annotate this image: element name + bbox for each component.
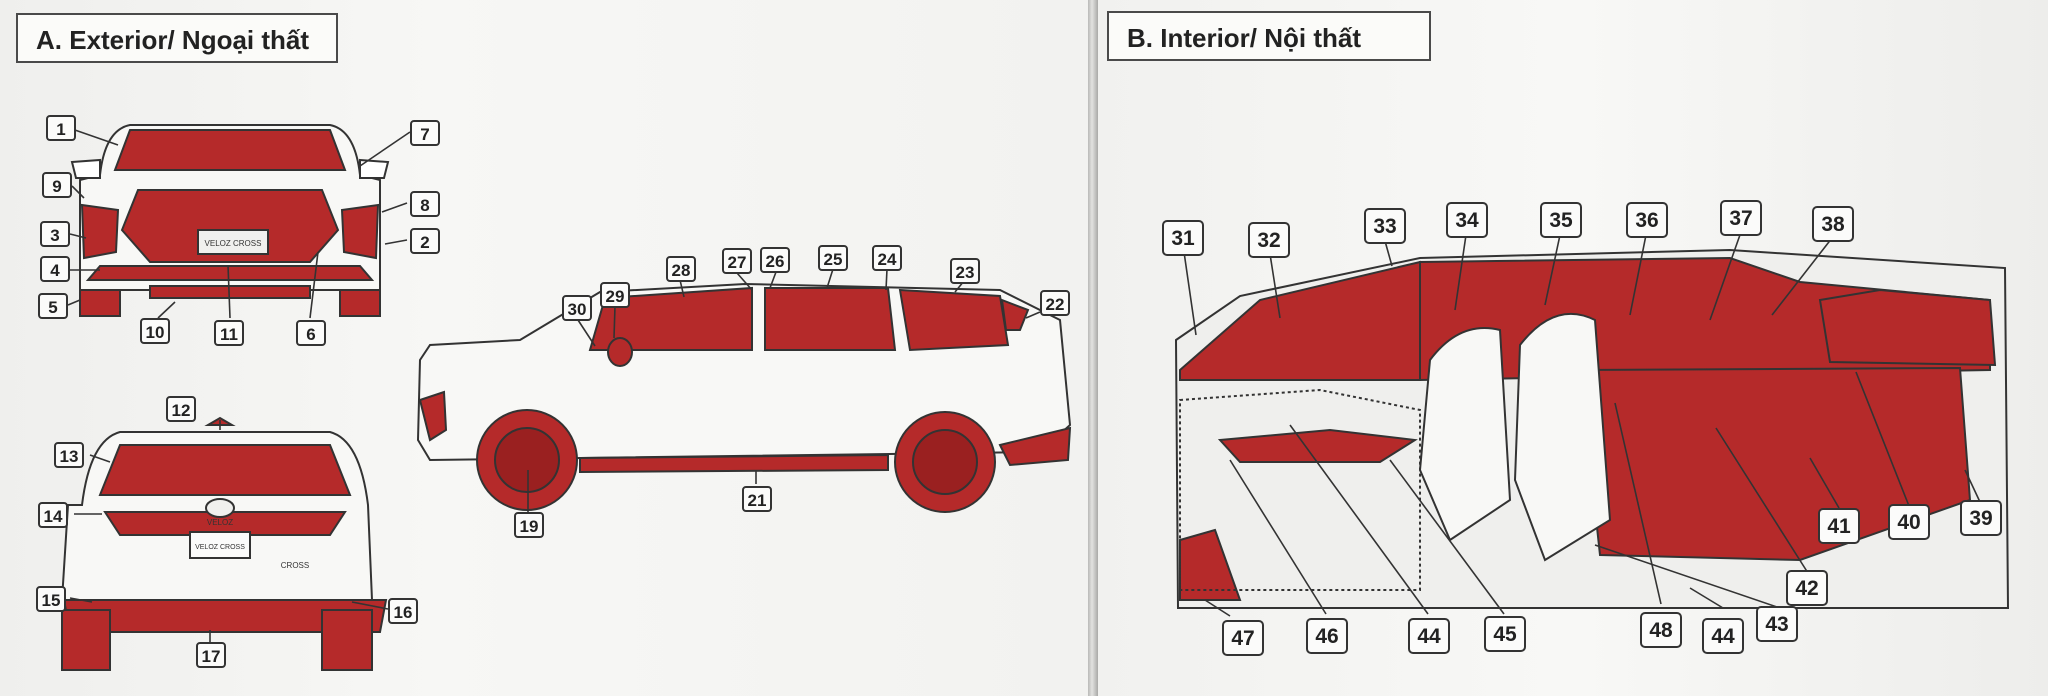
callout-8: 8	[410, 191, 440, 217]
front-passenger-seat	[1418, 327, 1512, 542]
callout-44-front: 44	[1408, 618, 1450, 654]
front-right-tire	[339, 289, 381, 317]
interior-leader-lines	[1183, 231, 1981, 617]
rear-right-tire	[321, 609, 373, 671]
page-fold	[1088, 0, 1098, 696]
callout-28: 28	[666, 256, 696, 282]
callout-34: 34	[1446, 202, 1488, 238]
rear-left-tire	[61, 609, 111, 671]
callout-40: 40	[1888, 504, 1930, 540]
car-front-view	[70, 124, 390, 317]
callout-46: 46	[1306, 618, 1348, 654]
callout-22: 22	[1040, 290, 1070, 316]
callout-10: 10	[140, 318, 170, 344]
rear-lamp-bar	[103, 511, 347, 536]
callout-19: 19	[514, 512, 544, 538]
front-right-fog-area	[340, 203, 380, 260]
interior-section-title: B. Interior/ Nội thất	[1107, 11, 1431, 61]
callout-42: 42	[1786, 570, 1828, 606]
callout-43: 43	[1756, 606, 1798, 642]
callout-5: 5	[38, 293, 68, 319]
side-mirror	[607, 337, 633, 367]
exterior-leader-lines	[67, 128, 1041, 642]
callout-45: 45	[1484, 616, 1526, 652]
side-rear-window	[764, 287, 897, 351]
rear-badge-text: VELOZ	[207, 518, 233, 527]
callout-25: 25	[818, 245, 848, 271]
rear-model-text: CROSS	[281, 561, 309, 570]
callout-17: 17	[196, 642, 226, 668]
callout-41: 41	[1818, 508, 1860, 544]
callout-27: 27	[722, 248, 752, 274]
callout-37: 37	[1720, 200, 1762, 236]
callout-4: 4	[40, 256, 70, 282]
callout-48: 48	[1640, 612, 1682, 648]
callout-31: 31	[1162, 220, 1204, 256]
interior-rear-pillar	[1818, 288, 1997, 367]
callout-26: 26	[760, 247, 790, 273]
callout-39: 39	[1960, 500, 2002, 536]
exterior-section-title: A. Exterior/ Ngoại thất	[16, 13, 338, 63]
callout-7: 7	[410, 120, 440, 146]
callout-6: 6	[296, 320, 326, 346]
side-front-window	[588, 286, 753, 351]
callout-15: 15	[36, 586, 66, 612]
callout-38: 38	[1812, 206, 1854, 242]
callout-47: 47	[1222, 620, 1264, 656]
callout-24: 24	[872, 245, 902, 271]
callout-21: 21	[742, 486, 772, 512]
side-rear-lamp	[1000, 298, 1030, 331]
front-left-tire	[79, 289, 121, 317]
callout-33: 33	[1364, 208, 1406, 244]
front-grille	[120, 189, 340, 263]
rear-window	[98, 444, 352, 496]
exterior-diagram: VELOZ CROSS VELOZ VELOZ CROSS CROSS	[60, 124, 1072, 671]
callout-1: 1	[46, 115, 76, 141]
side-front-bumper	[418, 390, 448, 442]
front-left-fog-area	[80, 203, 120, 260]
front-left-mirror	[70, 158, 101, 179]
callout-30: 30	[562, 295, 592, 321]
callout-44-rear: 44	[1702, 618, 1744, 654]
side-quarter-window	[898, 288, 1010, 352]
callout-29: 29	[600, 282, 630, 308]
callout-23: 23	[950, 258, 980, 284]
front-plate-text: VELOZ CROSS	[205, 239, 262, 248]
callout-35: 35	[1540, 202, 1582, 238]
rear-plate-text: VELOZ CROSS	[195, 544, 245, 551]
callout-9: 9	[42, 172, 72, 198]
side-rear-bumper	[998, 426, 1072, 467]
callout-16: 16	[388, 598, 418, 624]
callout-13: 13	[54, 442, 84, 468]
front-lower-bumper	[85, 265, 375, 281]
interior-center-console	[1217, 428, 1418, 463]
callout-2: 2	[410, 228, 440, 254]
front-driver-seat	[1513, 312, 1612, 562]
car-rear-view	[60, 416, 388, 671]
front-windshield	[113, 129, 347, 171]
callout-12: 12	[166, 396, 196, 422]
car-side-view	[416, 282, 1072, 513]
front-right-mirror	[359, 158, 390, 179]
callout-14: 14	[38, 502, 68, 528]
callout-3: 3	[40, 221, 70, 247]
callout-11: 11	[214, 320, 244, 346]
callout-32: 32	[1248, 222, 1290, 258]
side-sill	[579, 453, 889, 474]
callout-36: 36	[1626, 202, 1668, 238]
interior-cutaway	[1174, 248, 2010, 609]
